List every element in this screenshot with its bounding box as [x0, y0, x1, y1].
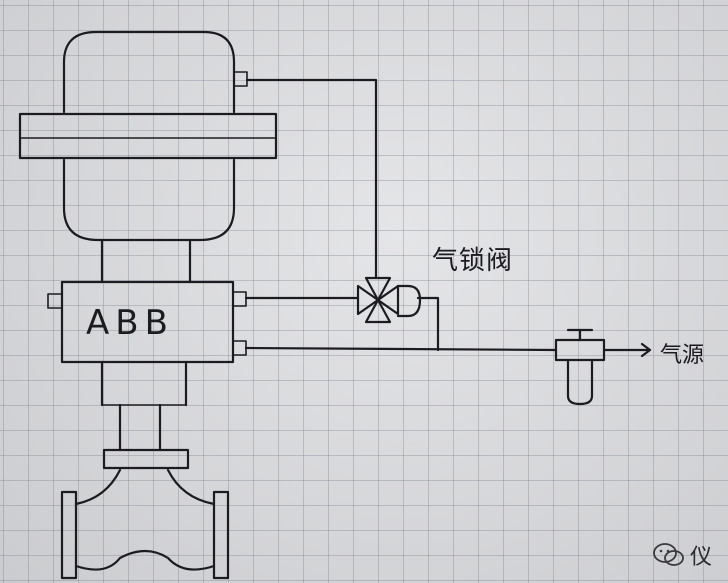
valve-body-left-flange — [60, 490, 78, 580]
lock-valve-left-triangle — [356, 284, 380, 316]
air-source-label: 气源 — [660, 343, 705, 368]
lock-valve-diaphragm-actuator — [396, 284, 422, 318]
actuator-lower-housing — [62, 158, 236, 242]
wechat-icon — [653, 543, 684, 566]
air-inlet-line — [602, 342, 652, 358]
actuator-signal-port — [233, 71, 248, 87]
positioner-output-port — [232, 291, 247, 307]
positioner-left-port — [47, 293, 63, 309]
watermark: 仪 — [652, 540, 712, 570]
filter-regulator-body — [554, 338, 606, 362]
valve-body-shell — [74, 468, 216, 571]
actuator-flange — [18, 112, 278, 160]
actuator-upper-housing — [62, 30, 236, 114]
lock-valve-right-triangle — [376, 284, 400, 316]
positioner-body — [60, 280, 235, 364]
valve-bonnet — [102, 448, 190, 470]
lock-valve-bottom-triangle — [364, 298, 392, 324]
positioner-supply-port — [232, 340, 247, 356]
pilot-line — [416, 296, 440, 352]
positioner-label: ABB — [86, 303, 174, 343]
lock-valve-top-triangle — [364, 276, 392, 302]
lock-valve-label: 气锁阀 — [432, 246, 514, 276]
signal-line-to-actuator — [245, 78, 378, 280]
watermark-text: 仪 — [690, 545, 713, 570]
filter-bowl — [566, 358, 594, 406]
valve-body-right-flange — [212, 490, 230, 580]
supply-line — [244, 346, 558, 352]
